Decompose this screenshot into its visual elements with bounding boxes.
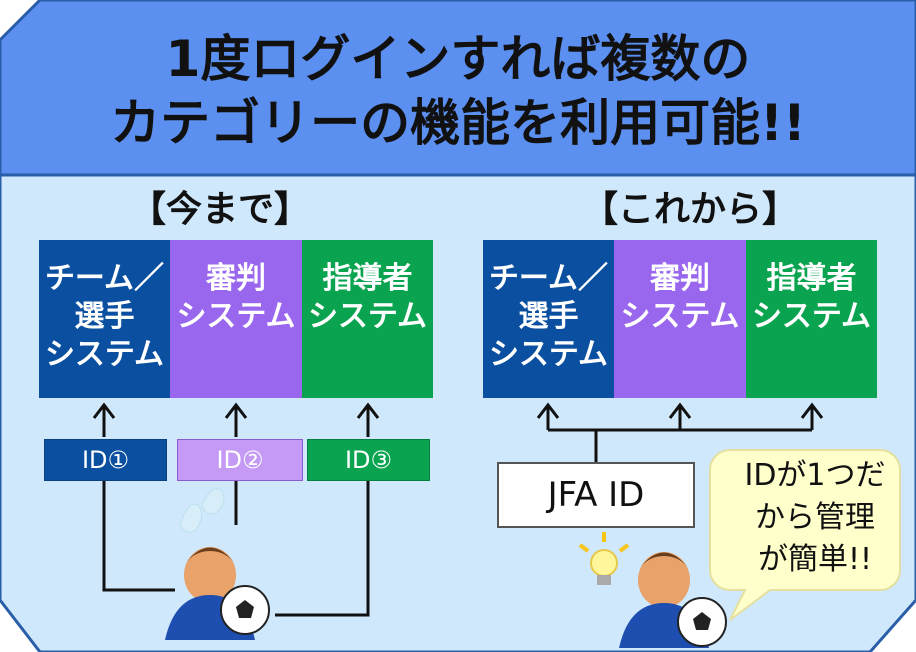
after-system-coach-label: 指導者 システム (751, 261, 872, 334)
after-system-team-label: チーム／ 選手 システム (488, 261, 609, 372)
before-heading: 【今まで】 (129, 189, 310, 230)
after-system-referee-label: 審判 システム (620, 261, 740, 334)
sweat-drops-icon (179, 488, 225, 533)
before-id-1: ID① (44, 439, 167, 481)
jfa-id-box: JFA ID (497, 462, 695, 528)
before-id-2: ID② (177, 439, 303, 481)
after-arrows (536, 402, 824, 462)
before-system-team-label: チーム／ 選手 システム (44, 261, 165, 372)
before-system-team: チーム／ 選手 システム (39, 240, 170, 398)
bubble-text: IDが1つだ から管理 が簡単!! (744, 458, 886, 577)
speech-bubble (709, 449, 901, 621)
page-title-line1: 1度ログインすれば複数の (165, 30, 751, 88)
after-heading: 【これから】 (581, 189, 798, 230)
before-system-coach: 指導者 システム (302, 240, 433, 398)
lightbulb-icon (578, 532, 630, 585)
user-with-soccer-ball-icon (619, 552, 727, 648)
page-title-line2: カテゴリーの機能を利用可能!! (110, 94, 806, 152)
after-system-team: チーム／ 選手 システム (483, 240, 614, 398)
user-with-soccer-ball-icon (165, 547, 270, 640)
before-system-coach-label: 指導者 システム (307, 261, 428, 334)
after-system-referee: 審判 システム (614, 240, 746, 398)
before-system-referee: 審判 システム (170, 240, 302, 398)
before-system-referee-label: 審判 システム (176, 261, 296, 334)
before-arrows (92, 402, 380, 617)
before-id-3: ID③ (307, 439, 430, 481)
after-system-coach: 指導者 システム (746, 240, 877, 398)
